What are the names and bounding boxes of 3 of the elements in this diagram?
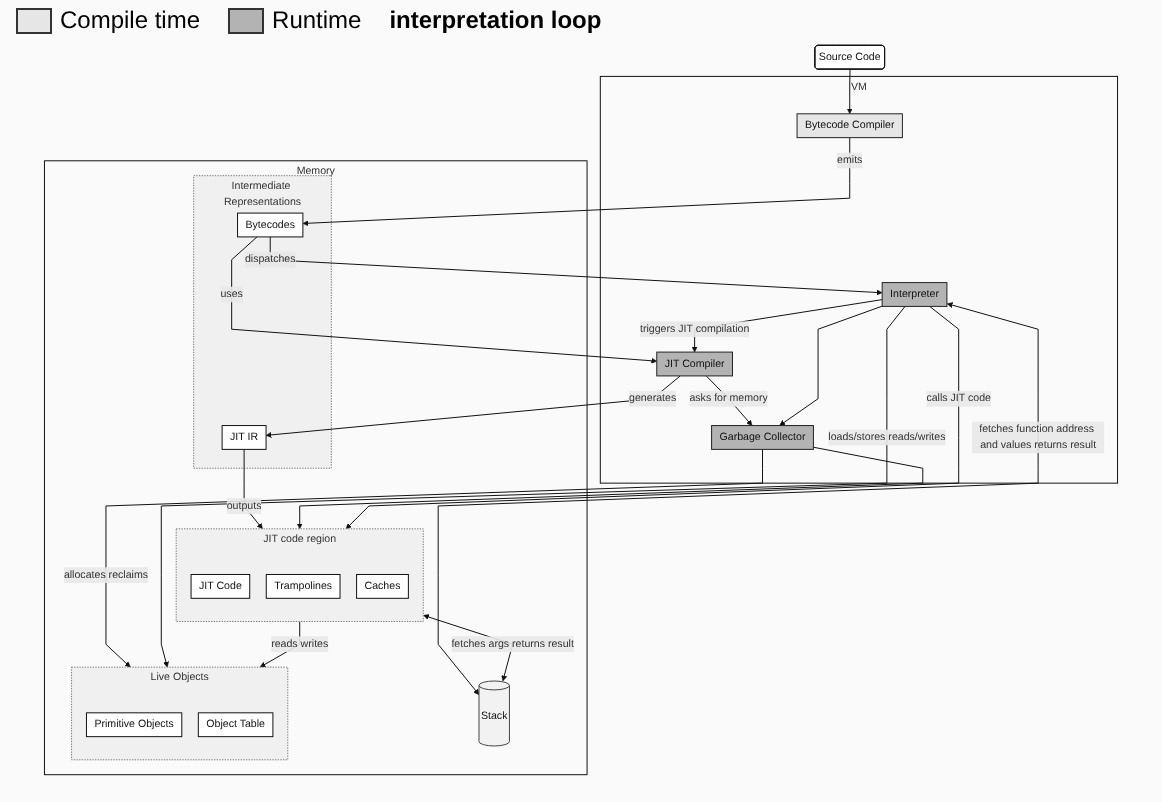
legend-label: Compile time (60, 6, 201, 34)
legend-label: Runtime (272, 6, 362, 34)
note-label: interpretation loop (389, 6, 602, 34)
